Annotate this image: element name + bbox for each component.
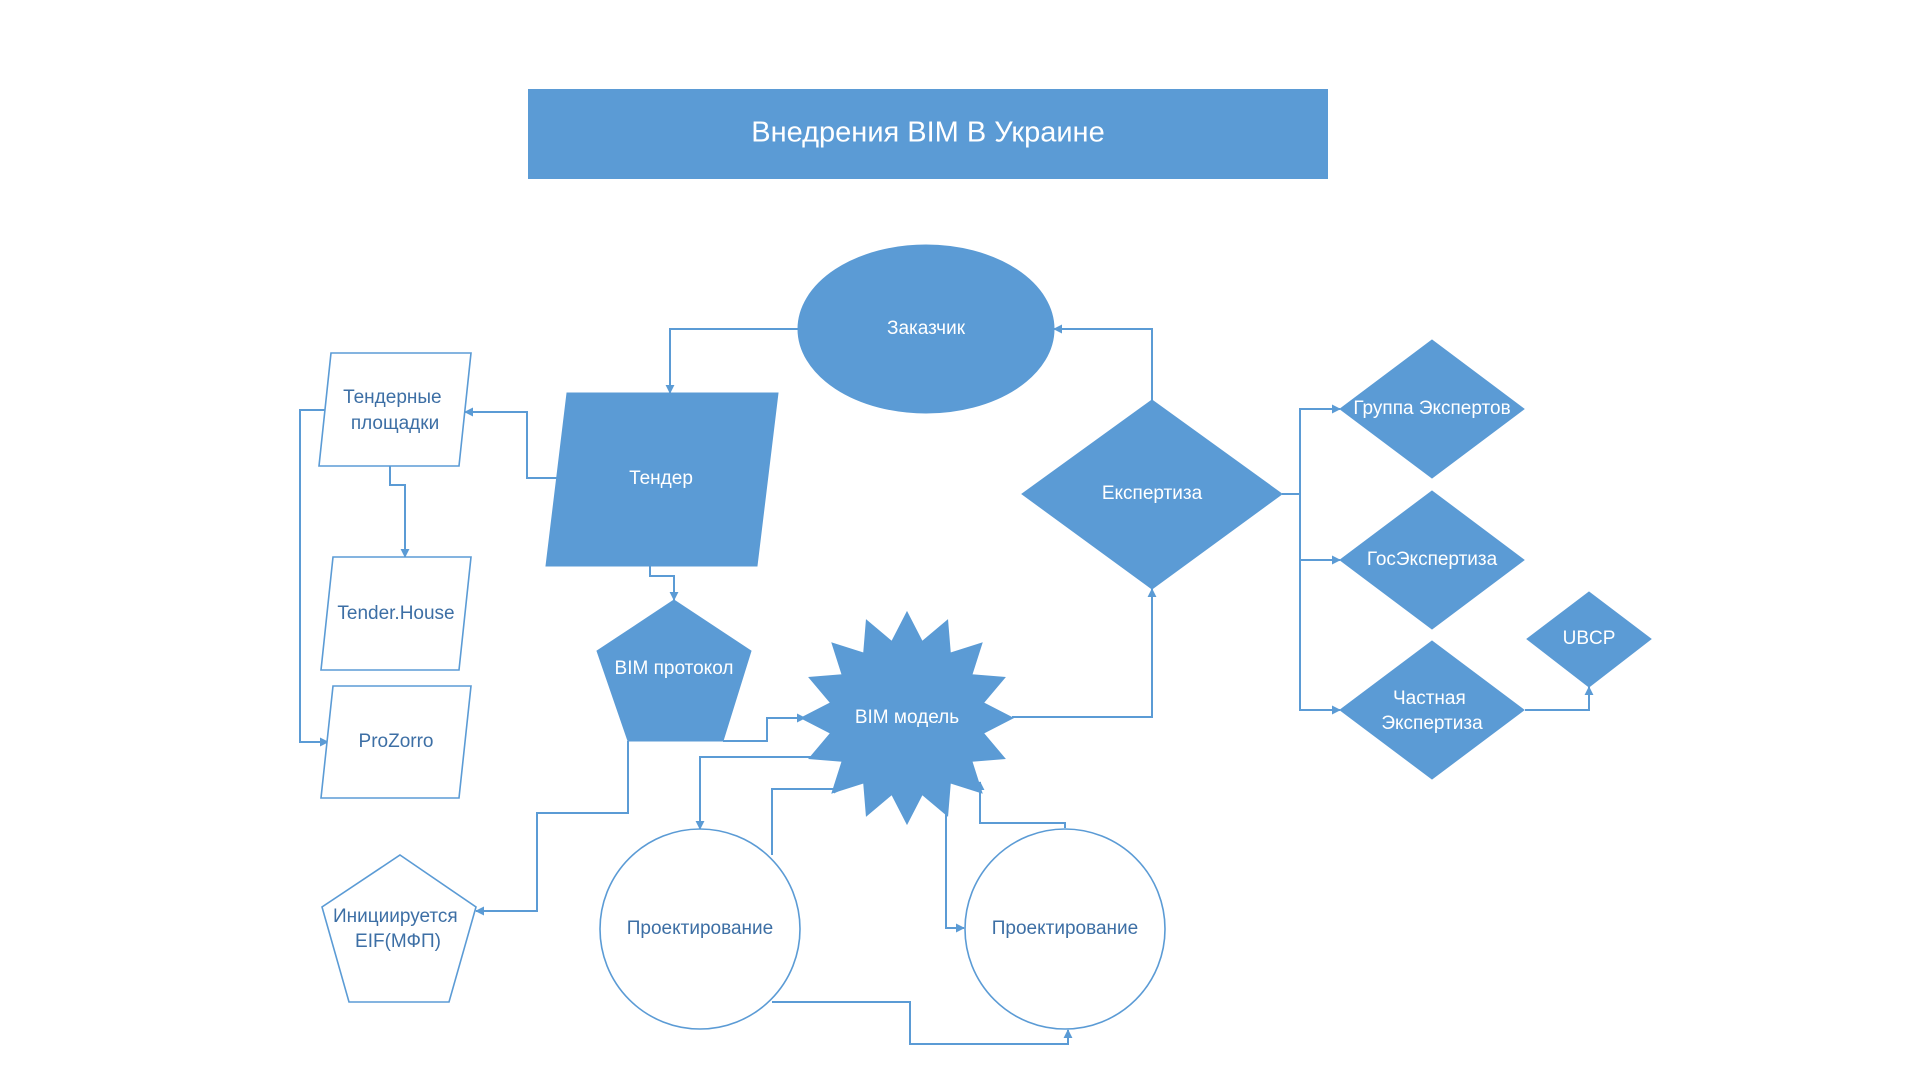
tender-house-parallelogram [320, 556, 472, 671]
connector-tender-to-tender-platforms [464, 407, 557, 479]
tender-platforms-line-1: Тендерные [343, 387, 442, 408]
design-left-label: Проектирование [627, 918, 773, 939]
connector-platforms-to-prozorro [299, 409, 330, 747]
title-banner-box [528, 89, 1328, 179]
tender-platforms-label: Тендерные площадки [343, 387, 447, 434]
connector-design-left-to-bim-model [771, 784, 843, 855]
initiated-label: Инициируется EIF(МФП) [333, 906, 463, 952]
initiated-line-2: EIF(МФП) [355, 931, 441, 952]
initiated-line-1: Инициируется [333, 906, 458, 927]
connector-design-left-to-design-right [772, 1001, 1073, 1045]
connector-bim-model-to-expertise [1012, 588, 1157, 718]
prozorro-parallelogram [320, 685, 472, 799]
private-expertise-diamond [1339, 640, 1525, 780]
connector-tender-to-bim-protocol [649, 566, 679, 601]
expert-group-label: Группа Экспертов [1353, 398, 1510, 419]
connector-bim-protocol-to-initiated [475, 741, 629, 916]
node-customer: Заказчик [797, 244, 1055, 414]
private-expertise-line-2: Экспертиза [1381, 713, 1483, 734]
initiated-pentagon [321, 854, 477, 1003]
expertise-diamond [1021, 399, 1283, 590]
bim-protocol-pentagon [596, 599, 752, 742]
node-initiated: Инициируется EIF(МФП) [321, 854, 477, 1003]
expert-group-diamond [1339, 339, 1525, 479]
connector-bim-protocol-to-bim-model [723, 713, 806, 742]
node-private-expertise: Частная Экспертиза [1339, 640, 1525, 780]
tender-house-label: Tender.House [337, 603, 454, 624]
ubcp-label: UBCP [1563, 628, 1616, 649]
node-tender-house: Tender.House [320, 556, 472, 671]
design-right-label: Проектирование [992, 918, 1138, 939]
node-bim-model: BIM модель [799, 610, 1015, 826]
connector-platforms-to-tender-house [389, 466, 410, 558]
connector-expertise-to-state-expertise [1299, 494, 1341, 565]
prozorro-label: ProZorro [359, 731, 434, 752]
connector-expertise-to-expert-group [1282, 404, 1341, 495]
tender-parallelogram [545, 392, 779, 567]
ubcp-diamond [1526, 591, 1652, 688]
connector-bim-model-to-design-left [695, 756, 849, 830]
private-expertise-label: Частная Экспертиза [1381, 688, 1483, 734]
tender-label: Тендер [629, 468, 693, 489]
tender-platforms-parallelogram [318, 352, 472, 467]
node-bim-protocol: BIM протокол [596, 599, 752, 742]
bim-model-star [799, 610, 1015, 826]
connector-bim-model-to-design-right [945, 778, 965, 933]
design-right-circle [964, 828, 1166, 1030]
customer-label: Заказчик [887, 318, 966, 339]
connector-customer-to-tender [665, 328, 798, 394]
node-ubcp: UBCP [1526, 591, 1652, 688]
node-design-right: Проектирование [964, 828, 1166, 1030]
bim-model-label: BIM модель [855, 707, 959, 728]
node-expert-group: Группа Экспертов [1339, 339, 1525, 479]
design-left-circle [599, 828, 801, 1030]
expertise-label: Експертиза [1102, 483, 1203, 504]
diagram-title: Внедрения BIM В Украине [751, 117, 1104, 149]
connector-expertise-to-private-expertise [1299, 560, 1341, 715]
tender-platforms-line-2: площадки [351, 413, 439, 434]
node-tender: Тендер [545, 392, 779, 567]
state-expertise-label: ГосЭкспертиза [1367, 549, 1498, 570]
node-tender-platforms: Тендерные площадки [318, 352, 472, 467]
node-state-expertise: ГосЭкспертиза [1339, 490, 1525, 630]
connectors [299, 324, 1594, 1045]
bim-protocol-label: BIM протокол [615, 658, 734, 679]
title-banner: Внедрения BIM В Украине [528, 89, 1328, 179]
node-prozorro: ProZorro [320, 685, 472, 799]
node-expertise: Експертиза [1021, 399, 1283, 590]
private-expertise-line-1: Частная [1393, 688, 1466, 709]
customer-ellipse [797, 244, 1055, 414]
connector-design-right-to-bim-model [975, 781, 1066, 828]
node-design-left: Проектирование [599, 828, 801, 1030]
connector-private-expertise-to-ubcp [1525, 686, 1594, 711]
state-expertise-diamond [1339, 490, 1525, 630]
connector-expertise-to-customer [1053, 324, 1153, 400]
